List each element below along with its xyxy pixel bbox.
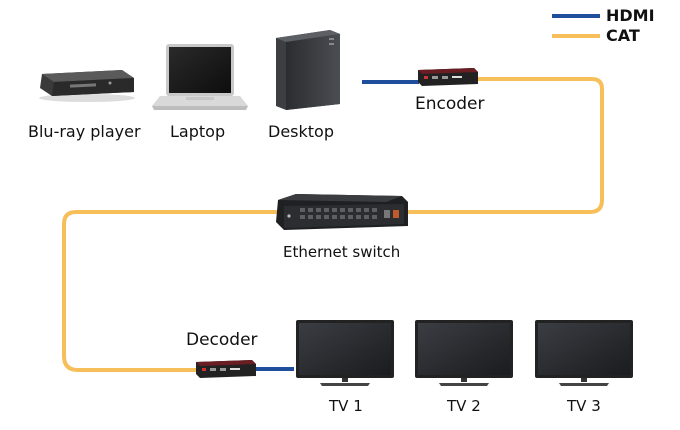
ethernet-switch-icon xyxy=(276,194,408,230)
laptop-icon xyxy=(152,44,248,110)
legend-hdmi-label: HDMI xyxy=(606,6,655,25)
tv-icon xyxy=(415,320,513,386)
tv1-label: TV 1 xyxy=(329,397,363,415)
laptop-label: Laptop xyxy=(170,122,226,141)
tv-icon xyxy=(296,320,394,386)
switch-label: Ethernet switch xyxy=(283,243,401,261)
desktop-tower-icon xyxy=(276,30,340,110)
encoder-label: Encoder xyxy=(415,94,485,114)
legend-cat-label: CAT xyxy=(606,26,640,45)
tv2-label: TV 2 xyxy=(447,397,481,415)
cat-cable-encoder-to-switch xyxy=(406,77,604,214)
decoder-box-icon xyxy=(196,360,256,378)
bluray-player-icon xyxy=(39,70,135,102)
tv3-label: TV 3 xyxy=(567,397,601,415)
cat-cable-switch-to-decoder xyxy=(62,210,278,372)
tv-icon xyxy=(535,320,633,386)
decoder-label: Decoder xyxy=(186,330,258,350)
bluray-label: Blu-ray player xyxy=(28,122,141,141)
desktop-label: Desktop xyxy=(268,122,334,141)
encoder-box-icon xyxy=(418,68,478,86)
